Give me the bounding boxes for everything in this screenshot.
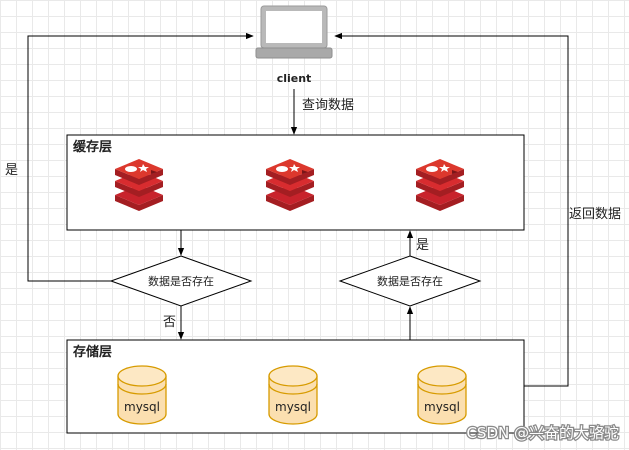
yes-right-label: 是 (416, 238, 429, 253)
database-icon (117, 365, 167, 425)
return-data-arrow (334, 32, 569, 387)
redis-icon (416, 159, 464, 211)
database-icon (417, 365, 467, 425)
client-computer-icon (255, 5, 333, 59)
return-data-label: 返回数据 (569, 207, 621, 222)
query-label: 查询数据 (302, 98, 354, 113)
mysql-label: mysql (424, 400, 460, 414)
redis-icon (266, 159, 314, 211)
decision-right-text: 数据是否存在 (377, 274, 443, 288)
decision-right-diamond (338, 255, 482, 307)
redis-icon (115, 159, 163, 211)
decision-left-text: 数据是否存在 (148, 274, 214, 288)
storage-layer-title: 存储层 (73, 344, 112, 360)
yes-return-arrow (27, 32, 254, 282)
yes-left-label: 是 (5, 163, 18, 178)
client-label: client (277, 72, 312, 85)
mysql-label: mysql (124, 400, 160, 414)
watermark: CSDN @兴奋的大骆驼 (466, 424, 619, 442)
database-icon (268, 365, 318, 425)
cache-layer-title: 缓存层 (73, 139, 112, 155)
mysql-label: mysql (275, 400, 311, 414)
no-label: 否 (163, 315, 176, 330)
